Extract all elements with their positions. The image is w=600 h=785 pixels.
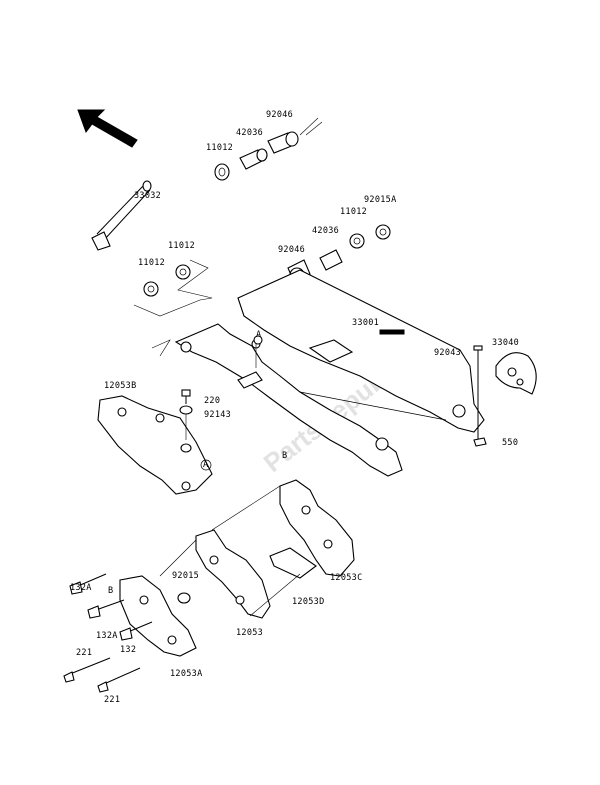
label-132A-top: 132A xyxy=(70,583,92,593)
label-33001: 33001 xyxy=(352,318,379,328)
label-92015A: 92015A xyxy=(364,195,397,205)
label-132A-mid: 132A xyxy=(96,631,118,641)
bolt-132 xyxy=(119,621,153,641)
label-12053: 12053 xyxy=(236,628,263,638)
label-33040: 33040 xyxy=(492,338,519,348)
bolt-132A-mid xyxy=(87,599,125,619)
label-92046-top: 92046 xyxy=(266,110,293,120)
pivot-shaft-33032 xyxy=(91,180,152,251)
label-221-top: 221 xyxy=(76,648,92,658)
nut-550 xyxy=(473,437,487,447)
washer-92143 xyxy=(179,405,193,453)
label-11012-left: 11012 xyxy=(138,258,165,268)
seal-11012-right xyxy=(349,233,365,249)
chain-slider-12053C xyxy=(279,479,355,577)
guide-plate-12053 xyxy=(195,529,271,619)
guide-plate-12053A xyxy=(119,575,197,657)
bolt-132A-top xyxy=(69,573,107,595)
label-11012-mid: 11012 xyxy=(168,241,195,251)
label-A-guide: A xyxy=(203,460,208,470)
label-B-swingarm: B xyxy=(282,451,287,461)
label-92015: 92015 xyxy=(172,571,199,581)
pin-92043 xyxy=(473,345,483,440)
washer-92015 xyxy=(177,592,191,604)
bolt-220 xyxy=(181,389,191,404)
label-220: 220 xyxy=(204,396,220,406)
bolt-221-bot xyxy=(97,667,141,693)
label-92043: 92043 xyxy=(434,348,461,358)
guide-block-12053D xyxy=(269,547,317,579)
label-11012-right: 11012 xyxy=(340,207,367,217)
front-direction-arrow-icon xyxy=(77,109,138,148)
label-221-bot: 221 xyxy=(104,695,120,705)
label-550: 550 xyxy=(502,438,518,448)
sleeve-42036-top xyxy=(239,148,268,170)
label-132: 132 xyxy=(120,645,136,655)
label-12053D: 12053D xyxy=(292,597,325,607)
seal-11012-mid xyxy=(175,264,191,280)
sleeve-42036-mid xyxy=(319,249,343,271)
label-A-swingarm: A xyxy=(256,330,261,340)
swingarm-33001 xyxy=(174,269,485,477)
label-92046-mid: 92046 xyxy=(278,245,305,255)
label-12053B: 12053B xyxy=(104,381,137,391)
label-42036-top: 42036 xyxy=(236,128,263,138)
label-B-guide: B xyxy=(108,586,113,596)
bearing-92046-top xyxy=(267,131,299,154)
label-12053C: 12053C xyxy=(330,573,363,583)
chain-guide-12053B xyxy=(97,395,213,495)
bearing-92015A xyxy=(375,224,391,240)
bolt-221-top xyxy=(63,657,111,683)
label-11012-top: 11012 xyxy=(206,143,233,153)
label-42036-mid: 42036 xyxy=(312,226,339,236)
seal-11012-top xyxy=(214,163,230,181)
seal-11012-left xyxy=(143,281,159,297)
label-33032: 33032 xyxy=(134,191,161,201)
adjuster-plate-33040 xyxy=(495,352,537,395)
label-92143: 92143 xyxy=(204,410,231,420)
label-12053A: 12053A xyxy=(170,669,203,679)
